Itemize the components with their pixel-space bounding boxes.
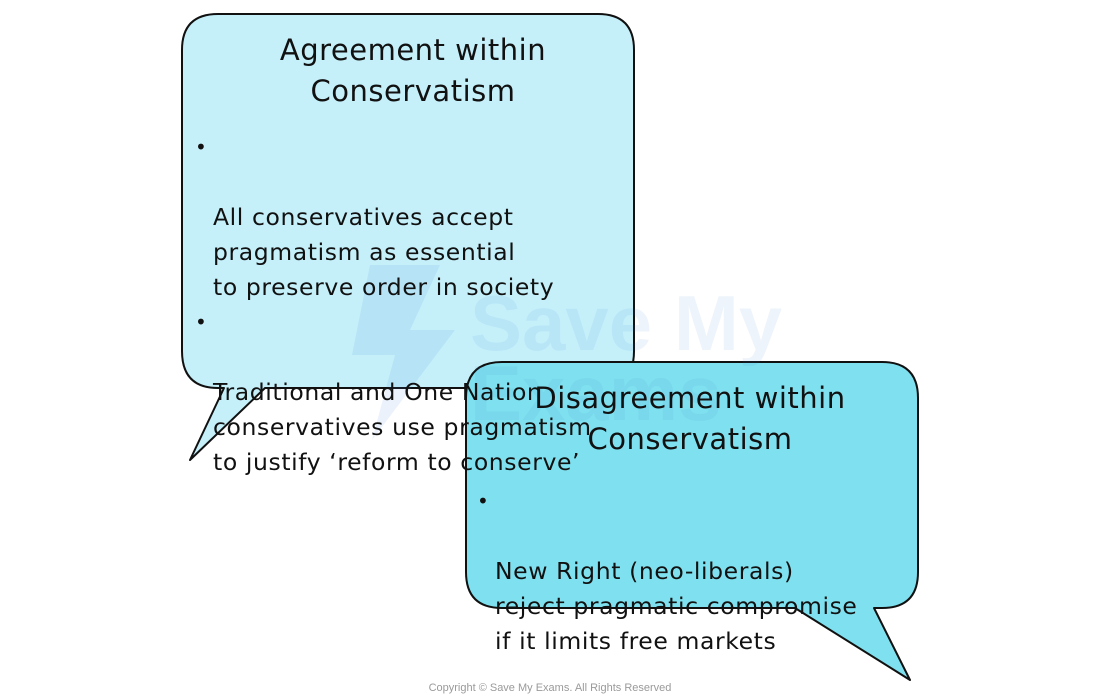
agreement-bullet-list: • All conservatives accept pragmatism as… bbox=[193, 130, 613, 480]
agreement-speech-bubble bbox=[181, 13, 635, 461]
agreement-bullet: • All conservatives accept pragmatism as… bbox=[193, 130, 613, 305]
copyright-notice: Copyright © Save My Exams. All Rights Re… bbox=[428, 682, 672, 694]
disagreement-bullet-list: • New Right (neo-liberals) reject pragma… bbox=[475, 484, 905, 659]
disagreement-bullet-text: New Right (neo-liberals) reject pragmati… bbox=[495, 557, 858, 655]
agreement-bullet-text: All conservatives accept pragmatism as e… bbox=[213, 203, 555, 301]
agreement-title: Agreement within Conservatism bbox=[279, 33, 547, 108]
agreement-content: Agreement within Conservatism • All cons… bbox=[193, 30, 613, 480]
bullet-dot-icon: • bbox=[477, 489, 490, 513]
agreement-bullet-text: Traditional and One Nation conservatives… bbox=[213, 378, 592, 476]
agreement-bullet: • Traditional and One Nation conservativ… bbox=[193, 305, 613, 480]
bullet-dot-icon: • bbox=[195, 310, 208, 334]
disagreement-title: Disagreement within Conservatism bbox=[534, 381, 846, 456]
bullet-dot-icon: • bbox=[195, 135, 208, 159]
disagreement-speech-bubble bbox=[465, 361, 919, 681]
disagreement-bullet: • New Right (neo-liberals) reject pragma… bbox=[475, 484, 905, 659]
disagreement-content: Disagreement within Conservatism • New R… bbox=[475, 378, 905, 659]
